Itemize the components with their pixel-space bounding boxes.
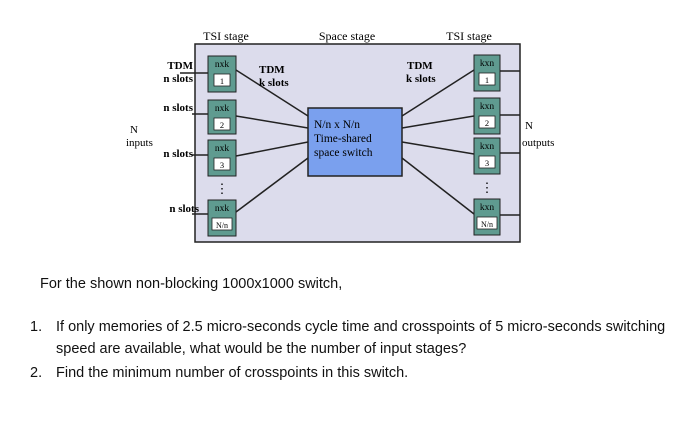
right-module-4-index: N/n [481,220,493,229]
left-n-slots-label-3: n slots [163,148,193,160]
right-module-3: kxn 3 [473,137,501,175]
right-module-3-index: 3 [485,158,489,168]
stage-label-space: Space stage [319,29,375,43]
right-module-1: kxn 1 [473,54,501,92]
left-module-4: nxk N/n [207,199,237,237]
left-n-slots-label-2: n slots [163,102,193,114]
outputs-n-label: N [525,120,533,132]
left-module-3-index: 3 [220,160,224,170]
space-switch [307,107,403,177]
right-module-1-matrix: kxn [480,59,495,69]
stage-label-tsi-left: TSI stage [203,29,249,43]
right-module-2-matrix: kxn [480,102,495,112]
input-lines [180,72,208,215]
inner-left-tdm-line1: TDM [259,64,285,76]
left-module-4-index: N/n [216,221,228,230]
right-fan-lines [401,69,475,215]
stage-label-tsi-right: TSI stage [446,29,492,43]
left-module-3: nxk 3 [207,139,237,177]
right-module-2-index: 2 [485,118,489,128]
right-ellipsis: ⋮ [481,180,494,195]
left-module-2-index: 2 [220,120,224,130]
question-item-1-text: If only memories of 2.5 micro-seconds cy… [56,319,666,357]
left-module-4-matrix: nxk [215,204,230,214]
three-stage-switch-diagram: TSI stage Space stage TSI stage N/n x N/… [126,29,554,243]
left-tdm-label: TDM [167,60,193,72]
space-switch-label-line3: space switch [314,147,373,159]
question-item-1: 1. If only memories of 2.5 micro-seconds… [30,316,670,360]
inner-right-tdm-line1: TDM [407,60,433,72]
space-switch-label-line2: Time-shared [314,133,372,145]
inner-left-tdm-line2: k slots [259,77,289,89]
left-fan-lines [235,69,309,213]
left-module-2: nxk 2 [207,99,237,135]
space-switch-label-line1: N/n x N/n [314,119,360,131]
left-module-3-matrix: nxk [215,144,230,154]
right-module-1-index: 1 [485,75,489,85]
right-module-3-matrix: kxn [480,142,495,152]
left-n-slots-label-1: n slots [163,73,193,85]
left-module-1: nxk 1 [207,55,237,93]
question-item-2: 2. Find the minimum number of crosspoint… [30,362,670,384]
question-item-2-text: Find the minimum number of crosspoints i… [56,365,409,381]
right-module-4: kxn N/n [473,198,501,236]
left-n-slots-label-4: n slots [169,203,199,215]
right-module-4-matrix: kxn [480,203,495,213]
inner-right-tdm-line2: k slots [406,73,436,85]
question-item-1-number: 1. [30,319,43,335]
left-module-1-index: 1 [220,76,224,86]
inputs-n-label: N [130,124,138,136]
inputs-label: inputs [126,137,153,149]
question-intro: For the shown non-blocking 1000x1000 swi… [40,276,343,292]
left-module-2-matrix: nxk [215,104,230,114]
right-module-2: kxn 2 [473,97,501,135]
left-ellipsis: ⋮ [216,181,229,196]
output-lines [500,70,520,216]
outputs-label: outputs [522,137,554,149]
question-item-2-number: 2. [30,365,43,381]
left-module-1-matrix: nxk [215,60,230,70]
